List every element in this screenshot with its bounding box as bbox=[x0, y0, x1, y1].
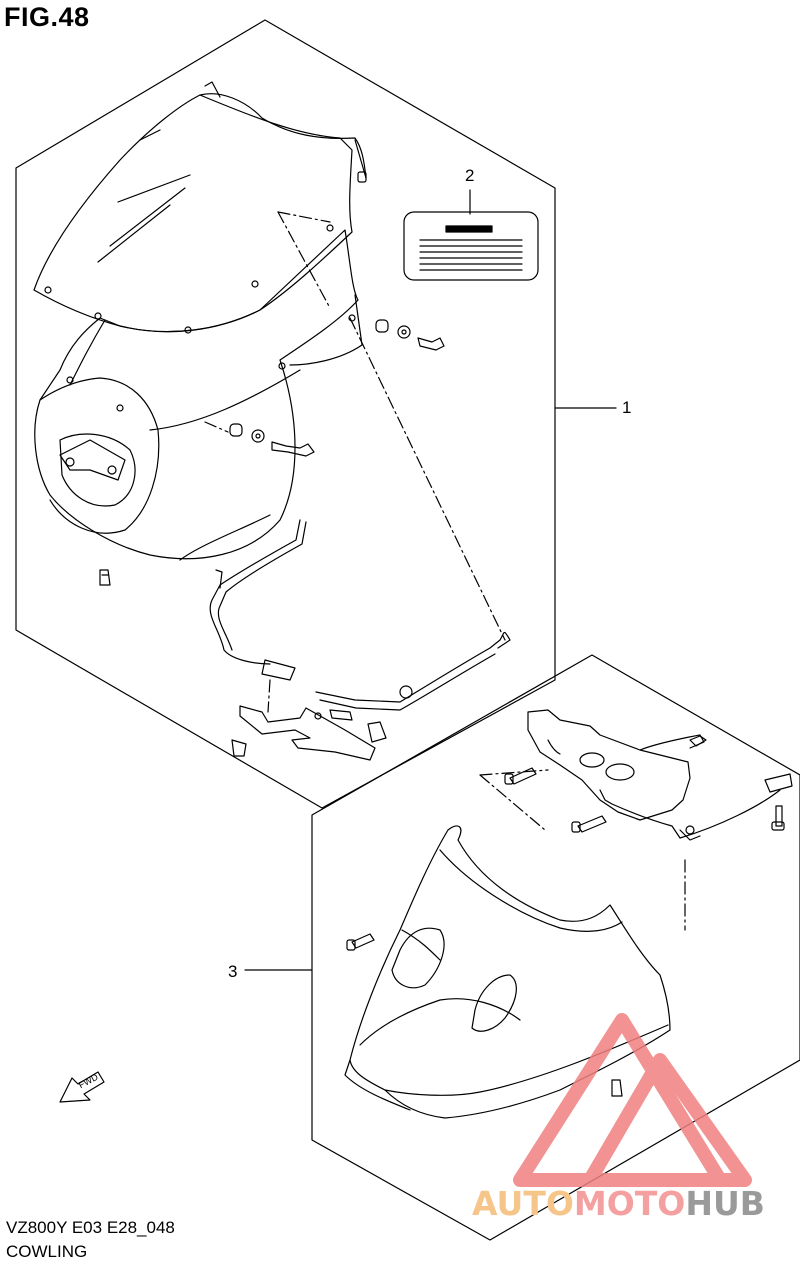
model-code: VZ800Y E03 E28_048 bbox=[6, 1218, 175, 1237]
windshield bbox=[33, 81, 367, 334]
watermark-hub: HUB bbox=[685, 1184, 765, 1223]
callout-3: 3 bbox=[228, 962, 238, 981]
upper-cowling bbox=[34, 229, 363, 561]
figure-name: COWLING bbox=[6, 1242, 88, 1261]
hardware-upper bbox=[375, 319, 445, 351]
figure-title: FIG.48 bbox=[4, 2, 90, 32]
hardware-middle bbox=[229, 423, 315, 457]
emblem-plate bbox=[403, 211, 539, 281]
callout-2: 2 bbox=[465, 166, 475, 185]
callout-1: 1 bbox=[622, 398, 632, 417]
group-3-frame bbox=[311, 654, 800, 1241]
automotohub-logo-icon bbox=[513, 1013, 752, 1187]
cowling-stay bbox=[209, 519, 511, 761]
assembly-lines bbox=[204, 211, 686, 931]
lower-cowling bbox=[344, 825, 671, 1119]
lower-cowling-bracket bbox=[527, 709, 793, 841]
watermark-moto: MOTO bbox=[573, 1184, 686, 1223]
watermark-text: AUTOMOTOHUB bbox=[472, 1184, 765, 1223]
watermark-auto: AUTO bbox=[472, 1184, 574, 1223]
screw-lower-left bbox=[99, 569, 111, 586]
group-1-frame bbox=[15, 19, 556, 809]
fwd-arrow-icon bbox=[59, 1071, 105, 1103]
bolts-group-3 bbox=[346, 767, 785, 1097]
